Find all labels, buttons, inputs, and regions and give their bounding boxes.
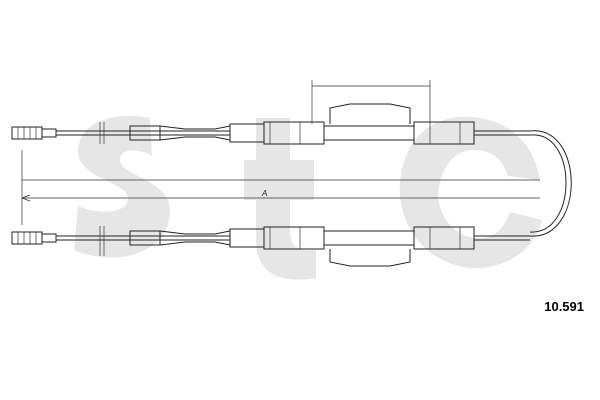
part-number: 10.591 bbox=[544, 299, 584, 314]
dimension-label-a: A bbox=[261, 189, 267, 198]
dimension-a: A bbox=[21, 150, 540, 225]
watermark-logo bbox=[74, 115, 542, 280]
lower-cable-assembly bbox=[11, 226, 530, 267]
upper-cable-assembly bbox=[11, 80, 530, 145]
cable-bend bbox=[529, 130, 572, 237]
